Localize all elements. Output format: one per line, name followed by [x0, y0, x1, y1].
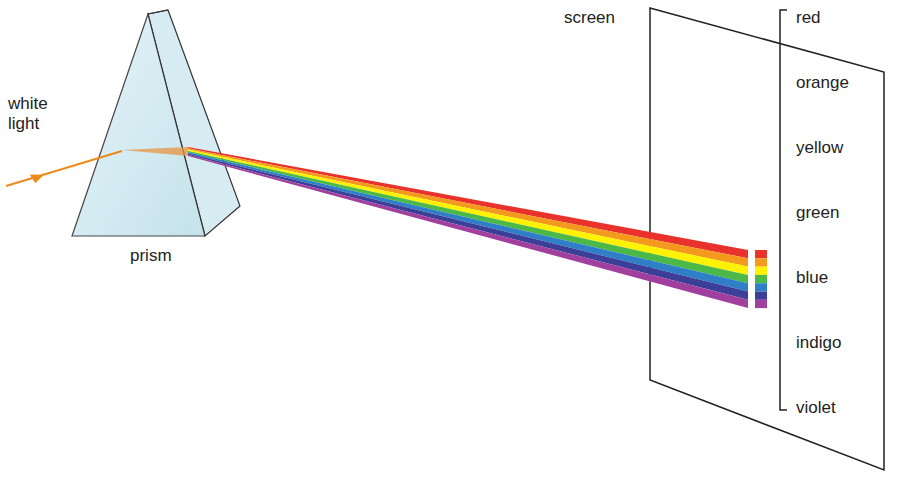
colour-label: orange [796, 73, 849, 93]
colour-label: indigo [796, 333, 841, 353]
prism-edge [148, 10, 168, 14]
spectrum-band [188, 148, 748, 266]
spectrum-band [188, 155, 748, 308]
incoming-light-label: white light [8, 94, 64, 134]
ray-in-prism [122, 147, 188, 156]
spectrum-patch [755, 300, 767, 308]
screen-spot [748, 250, 753, 308]
prism-front-face [72, 14, 205, 236]
spectrum-on-screen [755, 250, 767, 308]
spectrum-band [188, 154, 748, 300]
ray-arrowhead [30, 174, 44, 184]
prism-label: prism [130, 246, 172, 266]
spectrum-band [188, 150, 748, 275]
spectrum-patch [755, 275, 767, 283]
spectrum-band [188, 151, 748, 283]
bracket [780, 10, 787, 410]
white-light-ray [6, 151, 122, 186]
spectrum-patch [755, 250, 767, 258]
spectrum-band [188, 152, 748, 291]
colour-label: yellow [796, 138, 843, 158]
spectrum-band [188, 147, 748, 258]
spectrum-patch [755, 283, 767, 291]
colour-label: violet [796, 398, 836, 418]
colour-label: green [796, 203, 839, 223]
spectrum-beam [188, 147, 748, 308]
screen-label: screen [564, 8, 615, 28]
spectrum-patch [755, 258, 767, 266]
spectrum-patch [755, 267, 767, 275]
colour-label: blue [796, 268, 828, 288]
spectrum-patch [755, 292, 767, 300]
colour-label: red [796, 8, 821, 28]
